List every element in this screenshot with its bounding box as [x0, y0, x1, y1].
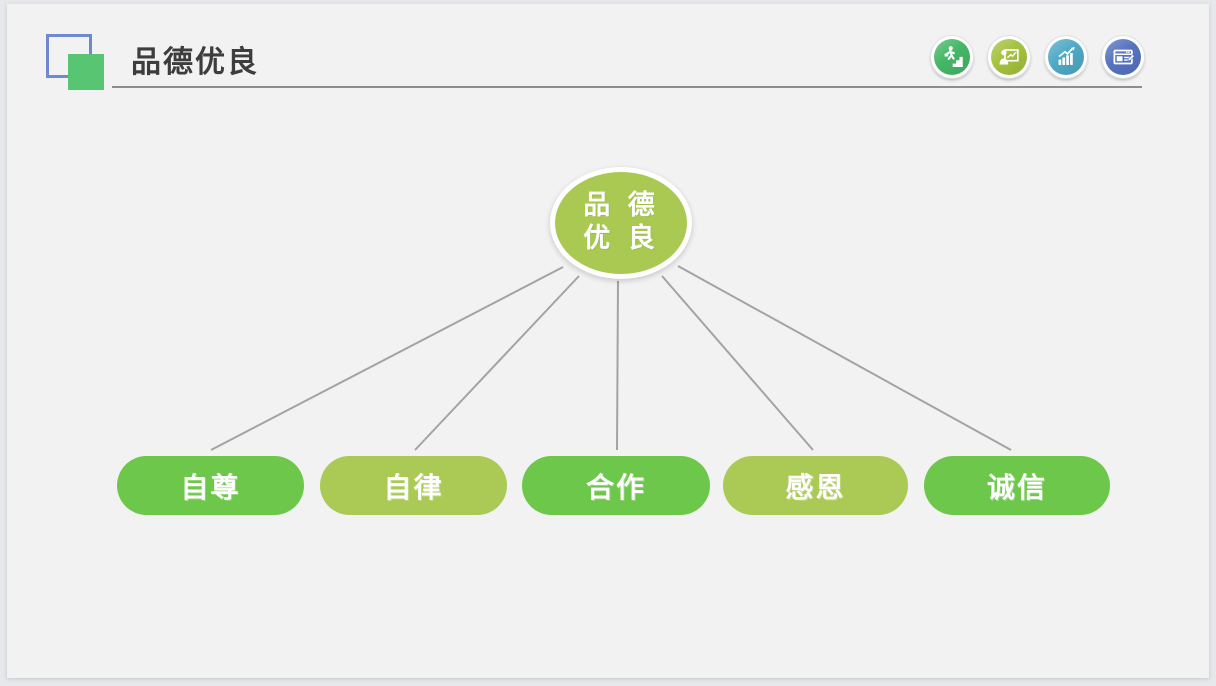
title-underline: [112, 86, 1142, 88]
presenter-with-chart-icon: [991, 39, 1027, 75]
growth-bar-chart-button[interactable]: [1045, 36, 1087, 78]
pill-self-discipline: 自律: [320, 456, 507, 515]
pill-cooperation: 合作: [522, 456, 710, 515]
hub-label-line1: 品 德: [583, 190, 659, 222]
presenter-with-chart-button[interactable]: [988, 36, 1030, 78]
browser-edit-icon: [1105, 39, 1141, 75]
pill-self-esteem: 自尊: [117, 456, 304, 515]
connector-line: [616, 280, 619, 451]
connector-line: [210, 266, 564, 451]
connector-line: [677, 265, 1012, 451]
connector-lines: [210, 265, 1012, 451]
title-decoration-green-square: [68, 54, 104, 90]
pill-integrity: 诚信: [924, 456, 1110, 515]
hub-ellipse: 品 德 优 良: [550, 167, 692, 279]
browser-edit-button[interactable]: [1102, 36, 1144, 78]
page-title: 品德优良: [131, 45, 259, 80]
slide: 品德优良: [7, 4, 1209, 678]
header-icon-row: [931, 36, 1144, 78]
growth-bar-chart-icon: [1048, 39, 1084, 75]
connector-line: [414, 275, 580, 451]
pill-gratitude: 感恩: [723, 456, 908, 515]
connector-line: [661, 275, 814, 451]
person-climbing-stairs-button[interactable]: [931, 36, 973, 78]
hub-label-line2: 优 良: [583, 223, 659, 254]
person-climbing-stairs-icon: [934, 39, 970, 75]
